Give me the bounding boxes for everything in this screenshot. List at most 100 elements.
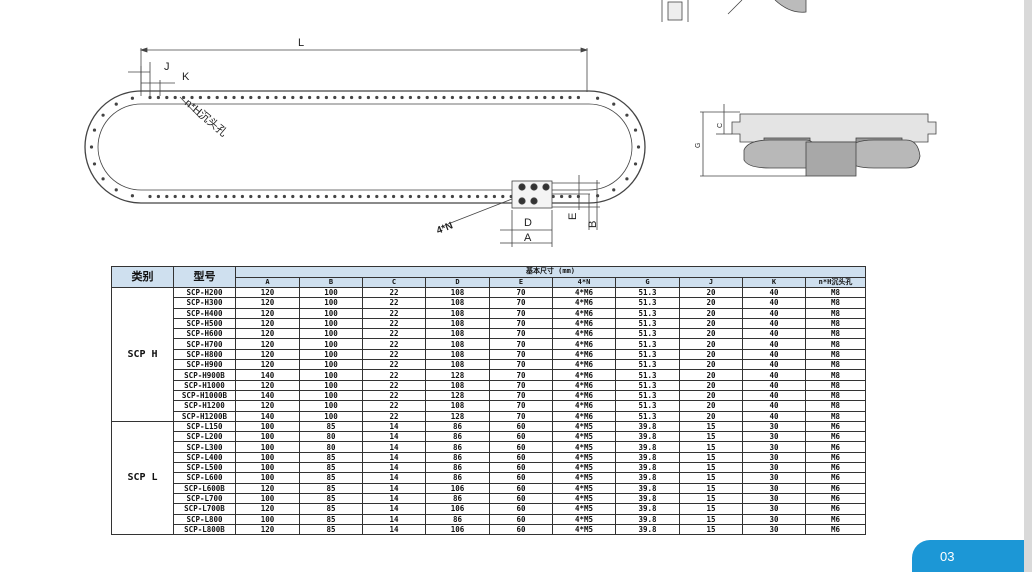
value-cell: 100 xyxy=(299,297,363,309)
mount-hole xyxy=(560,194,564,199)
value-cell: 100 xyxy=(299,410,363,422)
mount-hole xyxy=(249,95,253,100)
mount-hole xyxy=(173,95,177,100)
mount-hole xyxy=(130,96,135,100)
value-cell: 40 xyxy=(742,307,806,319)
mount-hole xyxy=(476,95,480,100)
mount-hole xyxy=(383,194,387,199)
mount-hole xyxy=(476,194,480,199)
value-cell: 60 xyxy=(489,523,553,536)
value-cell: M8 xyxy=(805,297,866,309)
value-cell: 120 xyxy=(235,348,300,361)
mount-hole xyxy=(333,95,337,100)
model-cell: SCP-H500 xyxy=(173,317,236,330)
mount-hole xyxy=(375,95,379,100)
value-cell: 4*M6 xyxy=(552,369,616,381)
mount-hole xyxy=(366,95,370,100)
value-cell: 120 xyxy=(235,400,300,412)
mount-hole xyxy=(459,194,463,199)
value-cell: M8 xyxy=(805,307,866,319)
mount-hole xyxy=(190,194,194,199)
value-cell: 85 xyxy=(299,462,363,474)
value-cell: 106 xyxy=(425,482,490,494)
value-cell: 40 xyxy=(742,400,806,412)
mount-hole xyxy=(156,194,160,199)
mount-hole xyxy=(450,194,454,199)
value-cell: 70 xyxy=(489,307,553,319)
category-header: 类别 xyxy=(111,266,174,288)
value-cell: 51.3 xyxy=(615,286,680,299)
mount-hole xyxy=(467,95,471,100)
mount-hole xyxy=(434,194,438,199)
value-cell: 100 xyxy=(299,286,363,299)
value-cell: 120 xyxy=(235,328,300,340)
value-cell: M6 xyxy=(805,420,866,433)
value-cell: 15 xyxy=(679,513,743,525)
value-cell: 40 xyxy=(742,389,806,402)
value-cell: 22 xyxy=(362,286,426,299)
cross-section xyxy=(700,104,937,177)
mount-hole xyxy=(400,95,404,100)
mount-hole xyxy=(518,95,522,100)
mount-hole xyxy=(92,162,97,166)
value-cell: 108 xyxy=(425,400,490,412)
column-header: A xyxy=(235,276,300,288)
model-cell: SCP-L200 xyxy=(173,431,236,443)
value-cell: 70 xyxy=(489,400,553,412)
mount-hole xyxy=(89,145,94,149)
value-cell: 100 xyxy=(299,307,363,319)
value-cell: 4*M6 xyxy=(552,410,616,422)
value-cell: 60 xyxy=(489,513,553,525)
value-cell: 22 xyxy=(362,328,426,340)
mount-hole xyxy=(551,95,555,100)
value-cell: 85 xyxy=(299,482,363,494)
value-cell: 60 xyxy=(489,420,553,433)
mount-hole xyxy=(612,102,616,106)
value-cell: M6 xyxy=(805,513,866,525)
scrollbar[interactable] xyxy=(1024,0,1032,572)
mount-hole xyxy=(484,194,488,199)
value-cell: 140 xyxy=(235,389,300,402)
value-cell: 100 xyxy=(235,420,300,433)
model-cell: SCP-L600 xyxy=(173,472,236,484)
carriage xyxy=(447,175,600,247)
mount-hole xyxy=(224,95,228,100)
value-cell: 100 xyxy=(299,328,363,340)
value-cell: 100 xyxy=(235,472,300,484)
value-cell: 40 xyxy=(742,359,806,371)
mount-hole xyxy=(434,95,438,100)
value-cell: 14 xyxy=(362,472,426,484)
label-B: B xyxy=(587,221,599,228)
model-header: 型号 xyxy=(173,266,236,288)
mount-hole xyxy=(341,194,345,199)
track-oval xyxy=(84,90,646,204)
mount-hole xyxy=(366,194,370,199)
value-cell: 40 xyxy=(742,297,806,309)
value-cell: 30 xyxy=(742,503,806,515)
mount-hole xyxy=(266,95,270,100)
model-cell: SCP-H1000B xyxy=(173,389,236,402)
group-name: SCP H xyxy=(111,287,174,422)
mount-hole xyxy=(148,194,152,199)
value-cell: 22 xyxy=(362,297,426,309)
value-cell: 39.8 xyxy=(615,420,680,433)
value-cell: 4*M6 xyxy=(552,359,616,371)
value-cell: 15 xyxy=(679,462,743,474)
value-cell: 51.3 xyxy=(615,369,680,381)
mount-hole xyxy=(316,95,320,100)
value-cell: 140 xyxy=(235,410,300,422)
mount-hole xyxy=(442,194,446,199)
column-header: 4*N xyxy=(552,276,616,288)
column-header: G xyxy=(615,276,680,288)
value-cell: 30 xyxy=(742,451,806,464)
value-cell: 85 xyxy=(299,420,363,433)
mount-hole xyxy=(400,194,404,199)
value-cell: 51.3 xyxy=(615,297,680,309)
mount-hole xyxy=(156,95,160,100)
value-cell: 106 xyxy=(425,503,490,515)
value-cell: 15 xyxy=(679,503,743,515)
